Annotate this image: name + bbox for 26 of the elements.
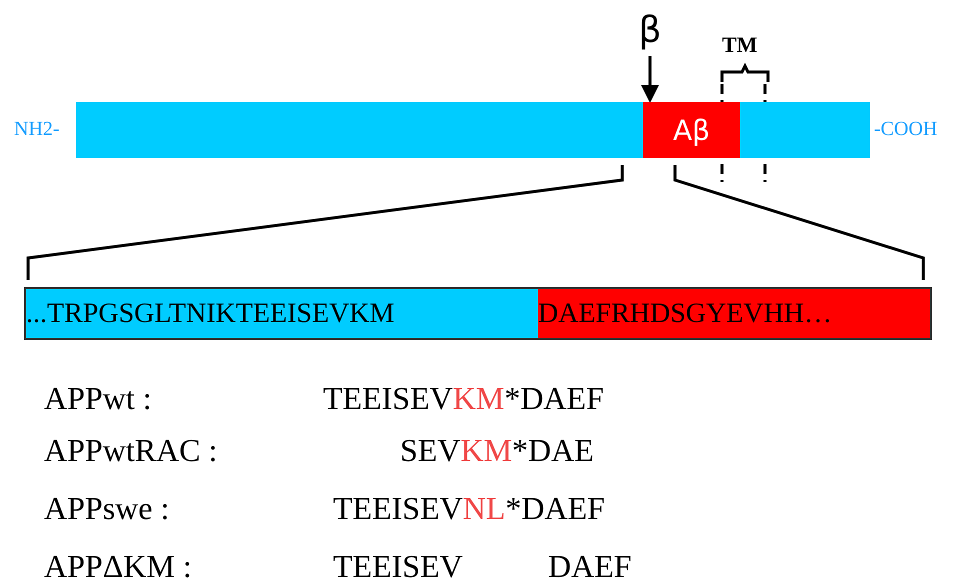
sequence-text: TEEISEV bbox=[323, 380, 453, 417]
terminus-label: -COOH bbox=[874, 118, 938, 141]
sequence-text: DAEF bbox=[548, 548, 632, 583]
variant-name: APPwt : bbox=[44, 380, 152, 417]
terminus-label: NH2- bbox=[14, 118, 60, 141]
sequence-text: SEV bbox=[400, 432, 460, 469]
mutation-residues: KM bbox=[460, 432, 512, 469]
variant-name: APPΔKM : bbox=[44, 548, 192, 583]
sequence-segment: DAEFRHDSGYEVHH… bbox=[538, 287, 932, 340]
sequence-text: TEEISEV bbox=[333, 490, 463, 527]
cleavage-site-label: β bbox=[630, 8, 670, 52]
sequence-text: *DAEF bbox=[505, 490, 605, 527]
sequence-text: TEEISEV bbox=[333, 548, 463, 583]
sequence-text: *DAE bbox=[512, 432, 594, 469]
variant-name: APPwtRAC : bbox=[44, 432, 218, 469]
mutation-residues: NL bbox=[462, 490, 506, 527]
variant-name: APPswe : bbox=[44, 490, 170, 527]
region-label: TM bbox=[722, 32, 758, 58]
abeta-segment: Aβ bbox=[643, 102, 740, 158]
arrow bbox=[641, 56, 659, 103]
zoom-line bbox=[674, 165, 925, 280]
protein-bar bbox=[76, 102, 870, 158]
mutation-residues: KM bbox=[452, 380, 504, 417]
sequence-segment: ...TRPGSGLTNIKTEEISEVKM bbox=[24, 287, 538, 340]
sequence-text: *DAEF bbox=[504, 380, 604, 417]
zoom-line bbox=[26, 165, 624, 280]
